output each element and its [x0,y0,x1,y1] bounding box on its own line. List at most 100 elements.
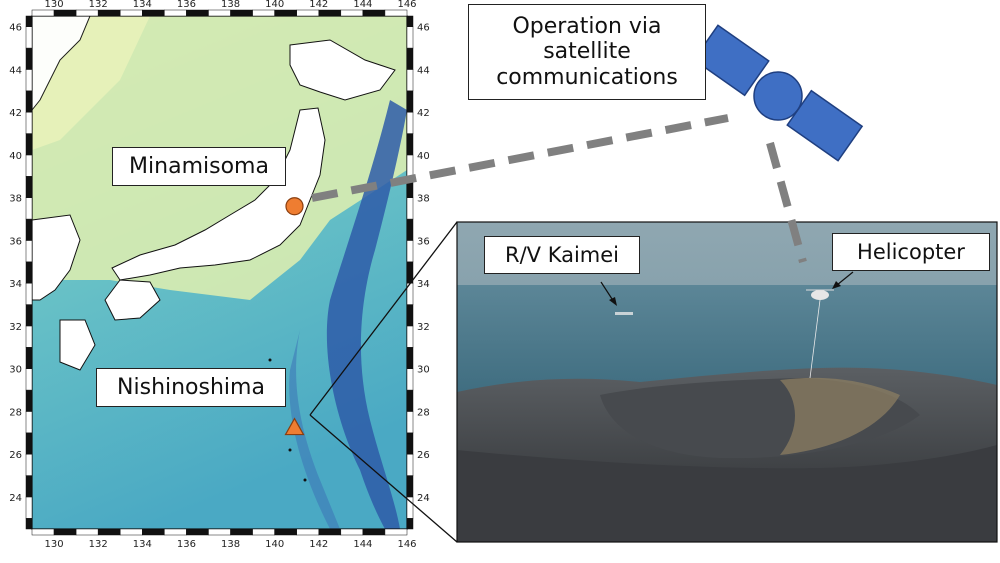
shikoku-kyushu [104,279,161,321]
lat-tick-label: 28 [9,407,22,418]
border-segment [230,528,253,536]
lon-tick-label: 136 [177,539,196,550]
lat-tick-label: 30 [9,365,22,376]
border-segment [318,9,342,17]
border-segment [406,432,414,455]
border-segment [252,9,275,17]
lat-tick-label: 42 [417,108,430,119]
lat-tick-label: 26 [417,450,430,461]
border-segment [25,304,33,327]
border-segment [53,528,77,536]
border-segment [25,111,33,134]
border-segment [230,9,253,17]
border-segment [31,528,55,536]
satellite-icon [692,24,864,162]
border-segment [25,15,33,27]
border-segment [362,528,386,536]
trench [326,100,407,529]
border-segment [25,453,33,476]
border-segment [296,9,320,17]
border-segment [186,9,209,17]
border-segment [406,154,414,177]
lat-tick-label: 28 [417,407,430,418]
border-segment [406,453,414,476]
map-border-ticks [25,9,414,536]
border-segment [75,9,99,17]
border-segment [142,528,165,536]
border-segment [406,304,414,327]
border-segment [25,325,33,348]
lon-tick-label: 132 [89,539,108,550]
border-segment [406,347,414,369]
border-segment [119,9,143,17]
link-minamisoma-satellite [311,114,729,202]
lat-tick-label: 36 [417,236,430,247]
lon-tick-label: 146 [397,539,416,550]
lat-tick-label: 36 [9,236,22,247]
border-segment [25,26,33,49]
border-segment [53,9,77,17]
border-segment [208,9,231,17]
lat-tick-label: 42 [9,108,22,119]
lat-tick-label: 46 [9,23,22,34]
satellite-label: Operation via satellite communications [468,4,706,100]
map-tick-labels: 1301301321321341341361361381381401401421… [9,0,429,550]
lat-tick-label: 34 [9,279,22,290]
border-segment [362,9,386,17]
border-segment [25,347,33,369]
border-segment [186,528,209,536]
border-segment [406,518,414,530]
lat-tick-label: 38 [9,194,22,205]
lat-tick-label: 44 [417,65,430,76]
minamisoma-label: Minamisoma [112,147,286,186]
lon-tick-label: 144 [353,0,372,10]
lat-tick-label: 44 [9,65,22,76]
photo-frame [456,221,998,543]
hokkaido [289,39,396,101]
lat-tick-label: 26 [9,450,22,461]
border-segment [340,528,364,536]
border-segment [384,528,408,536]
border-segment [25,69,33,92]
lon-tick-label: 140 [265,539,284,550]
helicopter-label: Helicopter [832,233,990,271]
bathymetry-map: 1301301321321341341361361381381401401421… [9,0,429,550]
border-segment [25,389,33,412]
lat-tick-label: 30 [417,365,430,376]
lon-tick-label: 138 [221,0,240,10]
lon-tick-label: 138 [221,539,240,550]
border-segment [406,26,414,49]
border-segment [274,528,297,536]
border-segment [25,432,33,455]
border-segment [406,69,414,92]
lon-tick-label: 142 [309,539,328,550]
border-segment [406,133,414,156]
lat-tick-label: 40 [9,151,22,162]
border-segment [406,389,414,412]
lon-tick-label: 132 [89,0,108,10]
mainland-north [32,16,91,111]
border-segment [164,528,187,536]
lat-tick-label: 40 [417,151,430,162]
border-segment [406,111,414,134]
lat-tick-label: 34 [417,279,430,290]
border-segment [406,240,414,263]
lon-tick-label: 130 [45,0,64,10]
lon-tick-label: 142 [309,0,328,10]
lon-tick-label: 134 [133,0,152,10]
border-segment [25,368,33,391]
lon-tick-label: 136 [177,0,196,10]
border-segment [406,197,414,220]
nishinoshima-label: Nishinoshima [96,368,286,407]
border-segment [208,528,231,536]
lon-tick-label: 146 [397,0,416,10]
border-segment [274,9,297,17]
kaimei-arrow [600,281,617,306]
link-satellite-helicopter [766,141,807,264]
border-segment [25,47,33,70]
border-segment [25,261,33,284]
border-segment [25,154,33,177]
lon-tick-label: 144 [353,539,372,550]
